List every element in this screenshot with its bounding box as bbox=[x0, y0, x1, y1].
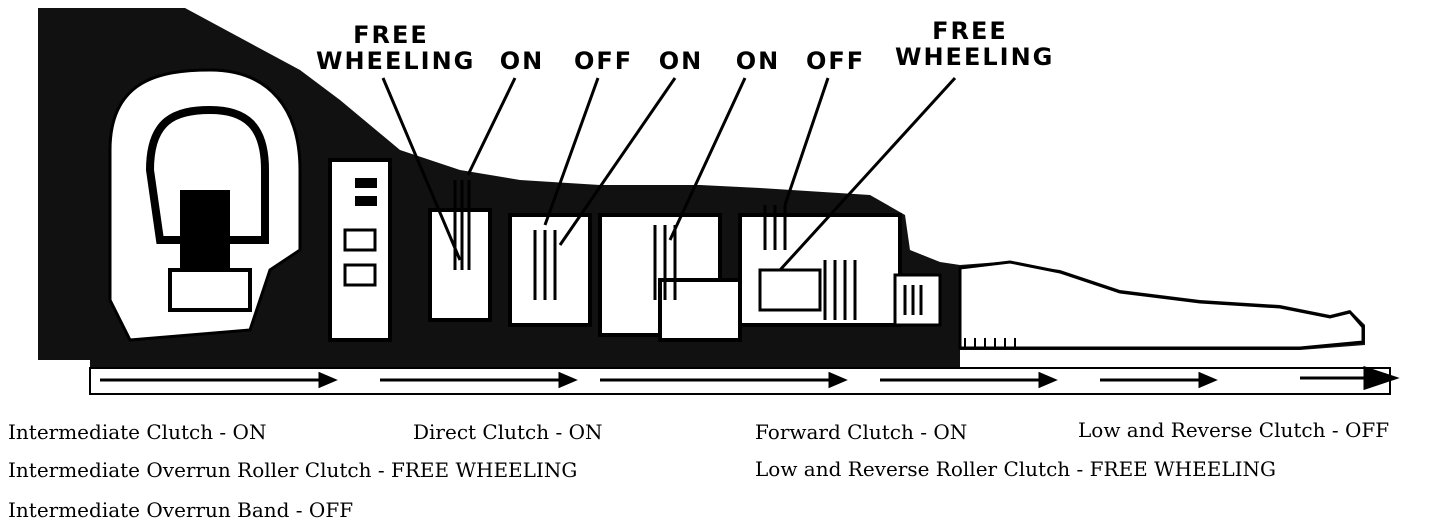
callout-line: WHEELING bbox=[316, 47, 476, 75]
caption-intermediate-clutch: Intermediate Clutch - ON bbox=[8, 420, 267, 444]
caption-low-reverse-roller: Low and Reverse Roller Clutch - FREE WHE… bbox=[755, 457, 1276, 481]
callout-line: OFF bbox=[574, 47, 634, 75]
callout-line: FREE bbox=[353, 21, 429, 49]
callout-free-wheeling-2: FREE WHEELING bbox=[895, 17, 1055, 71]
callout-on-2: ON bbox=[655, 48, 707, 74]
caption-low-reverse-clutch: Low and Reverse Clutch - OFF bbox=[1078, 418, 1390, 442]
pump-vent-3 bbox=[343, 228, 377, 252]
callout-on-3: ON bbox=[732, 48, 784, 74]
intermediate-clutch-pack bbox=[428, 208, 492, 322]
callout-free-wheeling-1: FREE WHEELING bbox=[316, 21, 476, 75]
tail-housing bbox=[958, 260, 1365, 350]
pump-vent-4 bbox=[343, 263, 377, 287]
caption-forward-clutch: Forward Clutch - ON bbox=[755, 420, 968, 444]
callout-line: ON bbox=[735, 47, 781, 75]
callout-off-2: OFF bbox=[806, 48, 864, 74]
caption-direct-clutch: Direct Clutch - ON bbox=[413, 420, 603, 444]
callout-line: ON bbox=[658, 47, 704, 75]
power-flow-arrows bbox=[100, 365, 1400, 391]
callout-on-1: ON bbox=[496, 48, 548, 74]
rear-roller-clutch bbox=[758, 268, 822, 312]
callout-off-1: OFF bbox=[574, 48, 632, 74]
pump-vent-1 bbox=[355, 178, 377, 188]
caption-intermediate-overrun-band: Intermediate Overrun Band - OFF bbox=[8, 498, 354, 522]
converter-hub bbox=[180, 190, 230, 270]
direct-clutch-pack bbox=[508, 213, 592, 327]
governor-housing bbox=[893, 273, 942, 327]
pump-body bbox=[168, 268, 252, 312]
transmission-cutaway-diagram bbox=[38, 8, 1400, 395]
converter-impeller bbox=[145, 105, 269, 244]
output-splines bbox=[964, 338, 1016, 348]
callout-line: ON bbox=[499, 47, 545, 75]
callout-leader-lines bbox=[381, 76, 957, 272]
clutch-plates bbox=[453, 180, 923, 320]
callout-line: WHEELING bbox=[895, 43, 1055, 71]
callout-line: FREE bbox=[932, 17, 1008, 45]
planetary-gear bbox=[658, 278, 742, 342]
pump-vent-2 bbox=[355, 196, 377, 206]
callout-line: OFF bbox=[806, 47, 866, 75]
caption-intermediate-overrun-roller: Intermediate Overrun Roller Clutch - FRE… bbox=[8, 458, 578, 482]
